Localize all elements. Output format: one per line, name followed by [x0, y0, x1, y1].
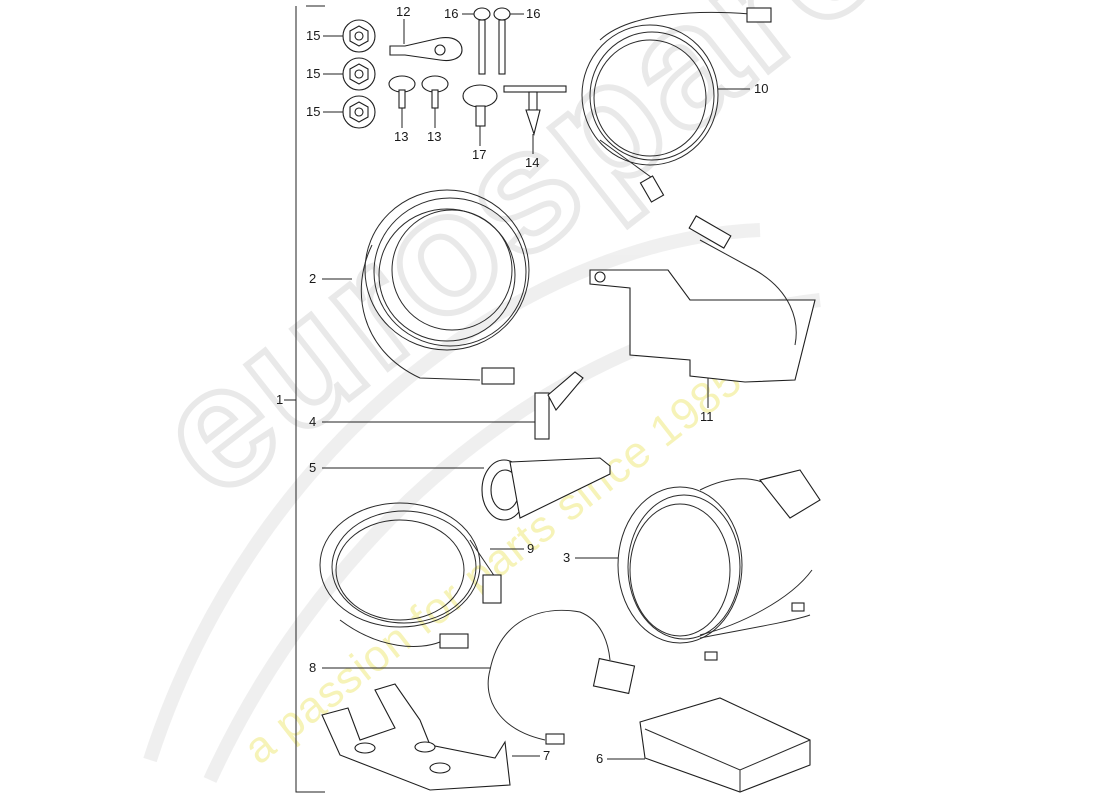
callout-3: 3	[563, 550, 571, 565]
callout-11: 11	[700, 409, 714, 424]
callout-4: 4	[309, 414, 317, 429]
callout-9: 9	[527, 541, 535, 556]
clip-fastener-icon	[503, 85, 567, 154]
callout-15c: 15	[306, 104, 321, 119]
cable-coil-icon	[581, 7, 772, 203]
bracket-microphone-icon	[589, 215, 816, 408]
callout-15b: 15	[306, 66, 321, 81]
wiring-harness-3-icon	[575, 469, 821, 661]
flange-screw-icon	[462, 84, 498, 146]
nut-icon	[323, 19, 376, 129]
cable-tie-holder-icon	[389, 19, 463, 62]
callout-16b: 16	[526, 6, 541, 21]
callout-1: 1	[276, 392, 284, 407]
callout-13b: 13	[427, 129, 442, 144]
long-screw-icon	[462, 7, 524, 75]
callout-6: 6	[596, 751, 604, 766]
clip-icon	[322, 371, 584, 440]
mounting-bracket-icon	[321, 683, 540, 791]
callout-12: 12	[396, 4, 411, 19]
callout-17: 17	[472, 147, 487, 162]
callout-7: 7	[543, 748, 551, 763]
control-unit-icon	[607, 697, 811, 793]
callout-5: 5	[309, 460, 317, 475]
grommet-icon	[322, 457, 611, 521]
screw-icon	[388, 75, 449, 128]
callout-14: 14	[525, 155, 540, 170]
callout-16a: 16	[444, 6, 459, 21]
callout-8: 8	[309, 660, 317, 675]
callout-13a: 13	[394, 129, 409, 144]
assembly-bracket	[284, 5, 325, 793]
callout-10: 10	[754, 81, 769, 96]
wiring-harness-coil-icon	[322, 189, 530, 385]
cable-coil-9-icon	[319, 502, 524, 649]
callout-15a: 15	[306, 28, 321, 43]
adapter-cable-icon	[322, 609, 636, 745]
callout-2: 2	[309, 271, 317, 286]
